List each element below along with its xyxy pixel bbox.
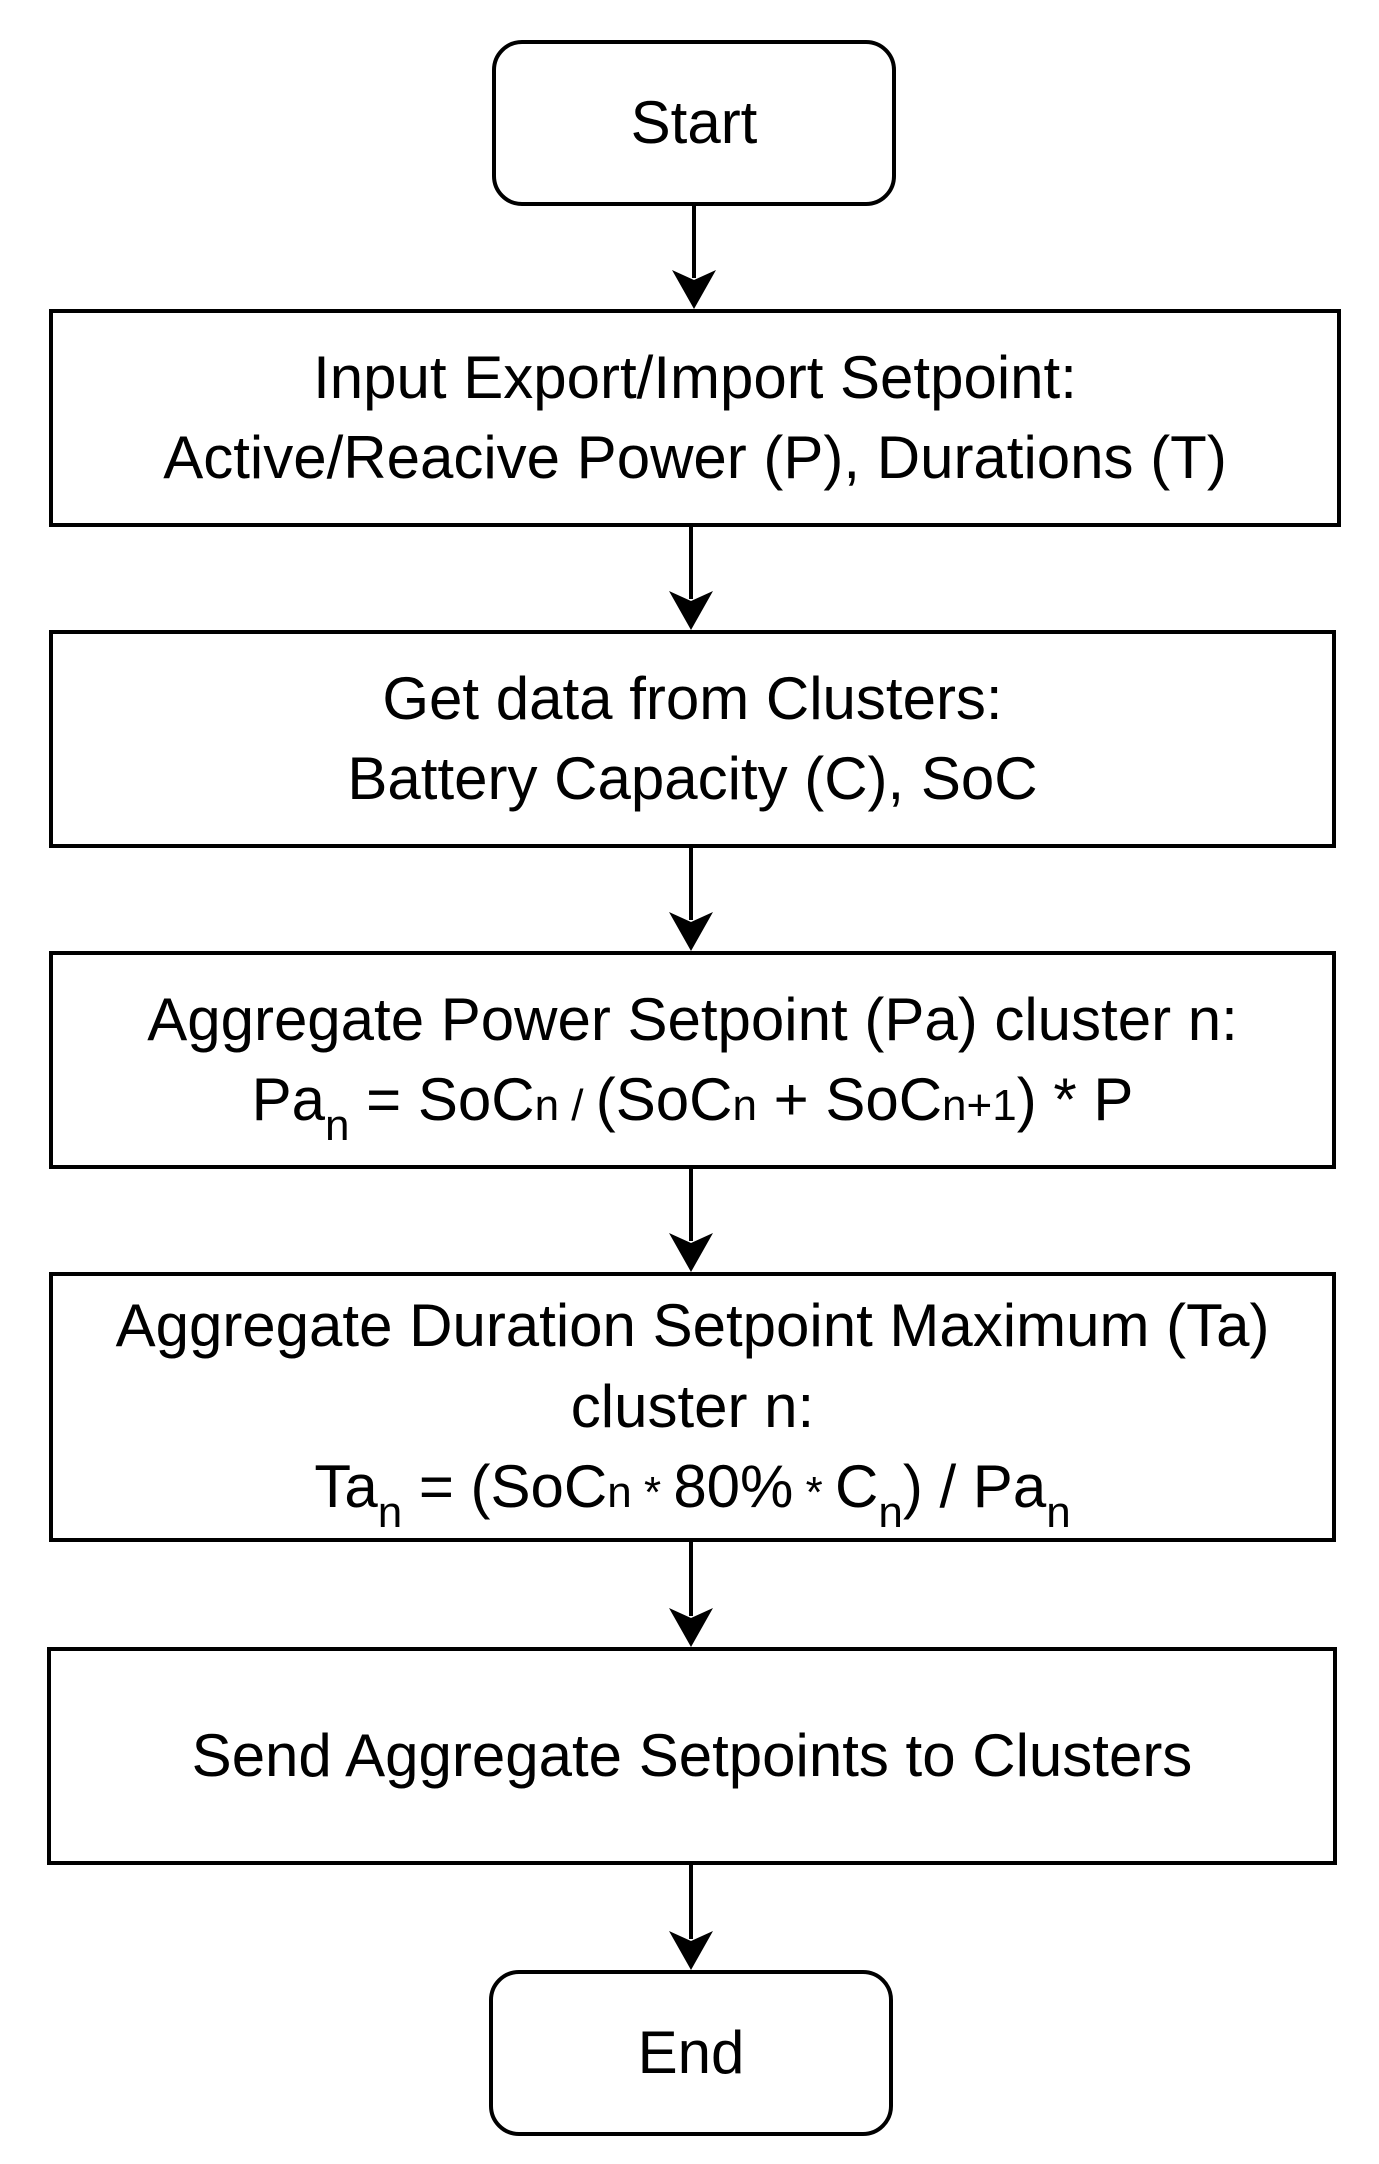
aggregate-duration-node: Aggregate Duration Setpoint Maximum (Ta)… [49,1272,1336,1542]
send-setpoints-label: Send Aggregate Setpoints to Clusters [191,1721,1193,1789]
end-node: End [489,1970,893,2136]
formula-paren-soc: (SoC [595,1066,733,1133]
formula-soc-n: n [607,1468,632,1518]
formula-divide-pa: ) / Pa [902,1453,1047,1521]
formula-multiply-1: * [631,1468,674,1518]
formula-soc-n-2: n [732,1081,757,1130]
input-setpoint-node: Input Export/Import Setpoint: Active/Rea… [49,309,1341,527]
arrowhead-send-to-end [669,1931,713,1970]
formula-ta: Ta [314,1453,378,1521]
arrowhead-duration-to-send [669,1608,713,1647]
get-data-title: Get data from Clusters: [382,664,1003,732]
formula-plus-soc: + SoC [756,1066,943,1133]
formula-pa-subscript: n [324,1100,350,1150]
formula-eq-soc: = SoC [349,1066,535,1133]
formula-multiply-2: * [793,1468,835,1518]
aggregate-power-node: Aggregate Power Setpoint (Pa) cluster n:… [49,951,1336,1169]
formula-pa-subscript: n [1046,1487,1071,1537]
send-setpoints-node: Send Aggregate Setpoints to Clusters [47,1647,1337,1865]
formula-ta-subscript: n [377,1487,403,1537]
formula-soc-n-plus-1: n+1 [942,1081,1017,1130]
formula-pa: Pa [251,1066,325,1133]
formula-c-subscript: n [878,1487,903,1537]
arrowhead-start-to-input [672,270,716,309]
get-data-detail: Battery Capacity (C), SoC [347,745,1038,812]
aggregate-duration-subtitle: cluster n: [570,1372,815,1440]
aggregate-duration-formula: Tan = (SoCn * 80% * Cn) / Pan [314,1447,1070,1534]
arrowhead-input-to-getdata [669,591,713,630]
end-label: End [637,2018,745,2086]
arrowhead-getdata-to-power [669,912,713,951]
formula-divide: / [559,1081,596,1130]
formula-percent: 80% [673,1453,794,1521]
formula-c: C [834,1453,879,1521]
start-label: Start [630,88,758,156]
start-node: Start [492,40,896,206]
aggregate-duration-title: Aggregate Duration Setpoint Maximum (Ta) [115,1292,1270,1360]
aggregate-power-title: Aggregate Power Setpoint (Pa) cluster n: [147,985,1238,1053]
formula-eq-soc: = (SoC [402,1453,608,1521]
arrowhead-power-to-duration [669,1233,713,1272]
aggregate-power-formula: Pan = SoCn / (SoCn + SoCn+1) * P [251,1060,1134,1147]
input-setpoint-detail: Active/Reacive Power (P), Durations (T) [163,424,1227,491]
input-setpoint-title: Input Export/Import Setpoint: [313,343,1077,411]
formula-tail: ) * P [1016,1066,1134,1133]
get-data-node: Get data from Clusters: Battery Capacity… [49,630,1336,848]
formula-soc-n-1: n [534,1081,560,1130]
